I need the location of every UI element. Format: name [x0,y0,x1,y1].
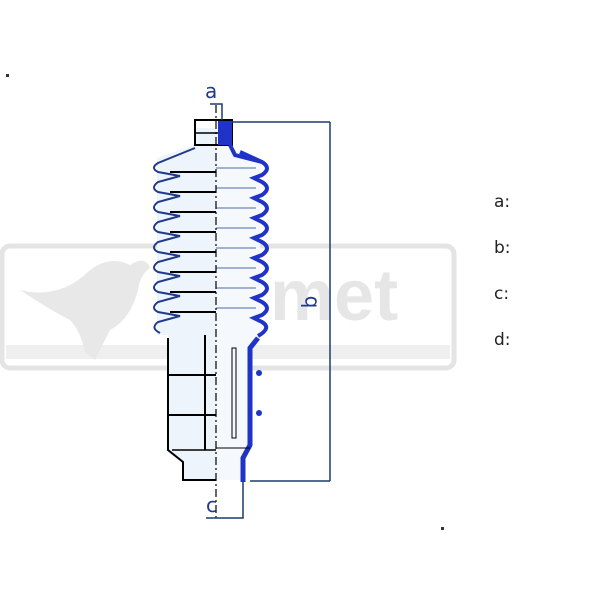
bellows-folds [153,147,269,338]
stray-mark [441,527,444,530]
lower-section [167,335,262,482]
dimension-label-a: a [205,79,218,103]
kangaroo-logo-icon [20,260,150,360]
dimension-legend: a: b: c: d: [494,192,511,376]
dimension-label-c: c [206,493,217,517]
watermark-text: met [270,256,398,336]
legend-item-d: d: [494,330,511,350]
stray-mark [6,74,9,77]
legend-item-b: b: [494,238,511,258]
dimension-label-b: b [297,295,322,309]
dimension-lines [206,103,331,519]
legend-item-c: c: [494,284,510,304]
legend-item-a: a: [494,192,511,212]
